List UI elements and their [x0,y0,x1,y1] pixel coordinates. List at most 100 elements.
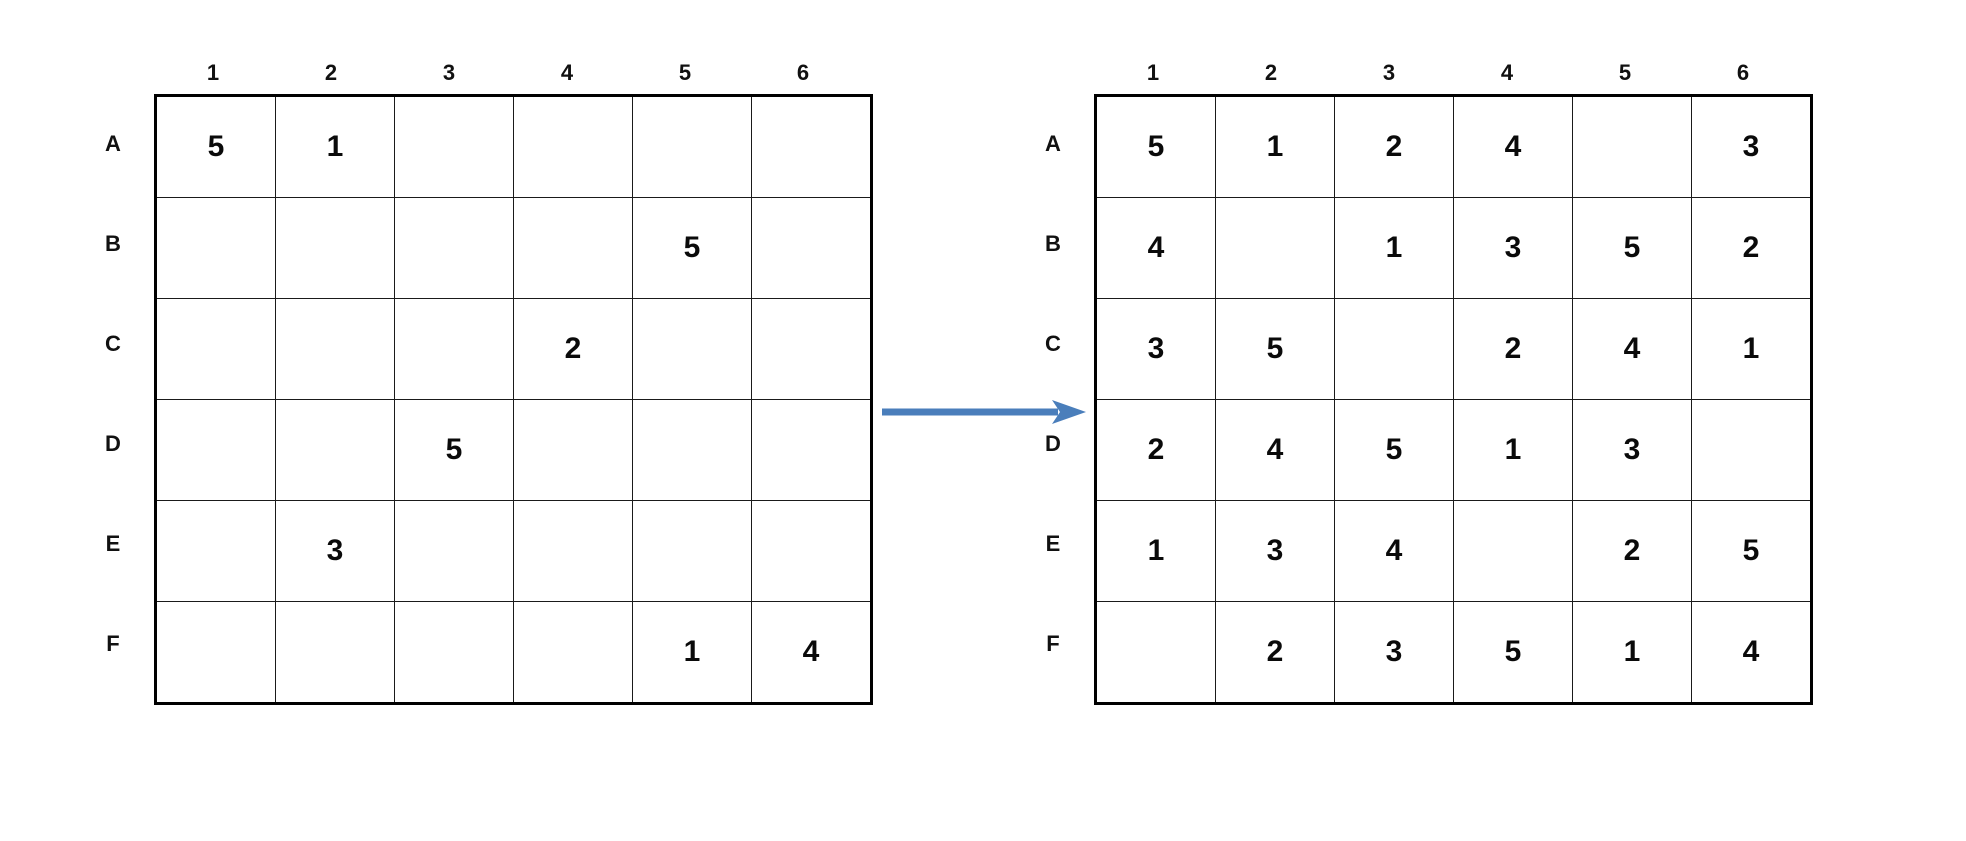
grid-row: 3 [155,500,872,602]
grid-cell[interactable] [155,601,276,704]
grid-cell[interactable]: 1 [275,95,395,198]
grid-cell[interactable] [155,298,276,400]
grid-cell[interactable] [632,500,752,602]
solution-grid-block: 1 2 3 4 5 6 A B C D E F 5 1 2 [1030,52,1813,705]
grid-cell[interactable]: 5 [1691,500,1812,602]
row-label: A [1045,131,1061,156]
column-header: 1 [1146,60,1160,85]
grid-cell[interactable]: 3 [1095,298,1216,400]
grid-row: 1 4 [155,601,872,704]
grid-cell[interactable]: 1 [1691,298,1812,400]
grid-cell[interactable]: 5 [1215,298,1335,400]
grid-cell[interactable]: 2 [1691,197,1812,299]
grid-row: 5 1 [155,95,872,198]
grid-row: 5 1 2 4 3 [1095,95,1812,198]
grid-cell[interactable]: 4 [1572,298,1692,400]
grid-cell[interactable] [513,601,633,704]
puzzle-row-labels: A B C D E F [90,94,154,705]
grid-cell[interactable] [751,500,872,602]
grid-cell[interactable] [632,298,752,400]
grid-cell[interactable] [513,399,633,501]
grid-cell[interactable] [751,95,872,198]
grid-row: 5 [155,399,872,501]
grid-cell[interactable] [155,500,276,602]
grid-cell[interactable] [751,197,872,299]
grid-row: 4 1 3 5 2 [1095,197,1812,299]
column-header: 4 [560,60,574,85]
grid-row: 5 [155,197,872,299]
grid-cell[interactable]: 1 [1334,197,1454,299]
row-label: D [105,431,121,456]
grid-cell[interactable]: 1 [1215,95,1335,198]
grid-cell[interactable] [1572,95,1692,198]
grid-cell[interactable] [1334,298,1454,400]
column-header: 6 [796,60,810,85]
grid-cell[interactable]: 4 [1334,500,1454,602]
grid-cell[interactable]: 1 [1095,500,1216,602]
column-header: 4 [1500,60,1514,85]
grid-cell[interactable] [275,197,395,299]
grid-cell[interactable]: 1 [1453,399,1573,501]
grid-cell[interactable] [275,601,395,704]
grid-cell[interactable] [394,298,514,400]
grid-cell[interactable]: 3 [1334,601,1454,704]
grid-cell[interactable]: 4 [1453,95,1573,198]
grid-cell[interactable]: 4 [1095,197,1216,299]
grid-cell[interactable]: 5 [632,197,752,299]
grid-cell[interactable] [155,399,276,501]
grid-cell[interactable] [1453,500,1573,602]
grid-cell[interactable] [513,500,633,602]
grid-cell[interactable] [275,298,395,400]
grid-cell[interactable]: 2 [1215,601,1335,704]
grid-cell[interactable] [155,197,276,299]
grid-cell[interactable]: 5 [1334,399,1454,501]
solution-grid: 5 1 2 4 3 4 1 3 5 2 [1094,94,1813,705]
grid-cell[interactable]: 2 [1572,500,1692,602]
column-header: 2 [1264,60,1278,85]
grid-cell[interactable] [394,95,514,198]
grid-cell[interactable] [394,500,514,602]
grid-cell[interactable]: 5 [1453,601,1573,704]
grid-cell[interactable] [275,399,395,501]
column-header: 3 [442,60,456,85]
grid-cell[interactable]: 3 [275,500,395,602]
grid-cell[interactable]: 5 [155,95,276,198]
grid-cell[interactable]: 2 [1334,95,1454,198]
grid-cell[interactable] [632,95,752,198]
column-header: 5 [1618,60,1632,85]
grid-cell[interactable]: 2 [1453,298,1573,400]
grid-cell[interactable]: 4 [751,601,872,704]
grid-cell[interactable]: 1 [1572,601,1692,704]
puzzle-column-headers: 1 2 3 4 5 6 [154,52,873,94]
grid-cell[interactable] [1215,197,1335,299]
grid-cell[interactable]: 3 [1453,197,1573,299]
grid-cell[interactable]: 3 [1572,399,1692,501]
grid-cell[interactable] [513,197,633,299]
row-label: E [105,531,121,556]
row-label: E [1045,531,1061,556]
grid-cell[interactable]: 5 [394,399,514,501]
grid-row: 2 4 5 1 3 [1095,399,1812,501]
row-label: D [1045,431,1061,456]
grid-cell[interactable]: 5 [1095,95,1216,198]
grid-cell[interactable] [632,399,752,501]
column-header: 6 [1736,60,1750,85]
grid-cell[interactable]: 4 [1215,399,1335,501]
grid-cell[interactable] [751,298,872,400]
column-header: 1 [206,60,220,85]
grid-cell[interactable]: 2 [1095,399,1216,501]
grid-cell[interactable] [394,197,514,299]
grid-cell[interactable]: 5 [1572,197,1692,299]
grid-cell[interactable]: 4 [1691,601,1812,704]
grid-cell[interactable] [513,95,633,198]
grid-cell[interactable]: 1 [632,601,752,704]
grid-cell[interactable]: 3 [1691,95,1812,198]
grid-cell[interactable] [1691,399,1812,501]
grid-cell[interactable] [394,601,514,704]
grid-cell[interactable]: 3 [1215,500,1335,602]
grid-cell[interactable]: 2 [513,298,633,400]
grid-cell[interactable] [1095,601,1216,704]
grid-cell[interactable] [751,399,872,501]
grid-row: 2 3 5 1 4 [1095,601,1812,704]
